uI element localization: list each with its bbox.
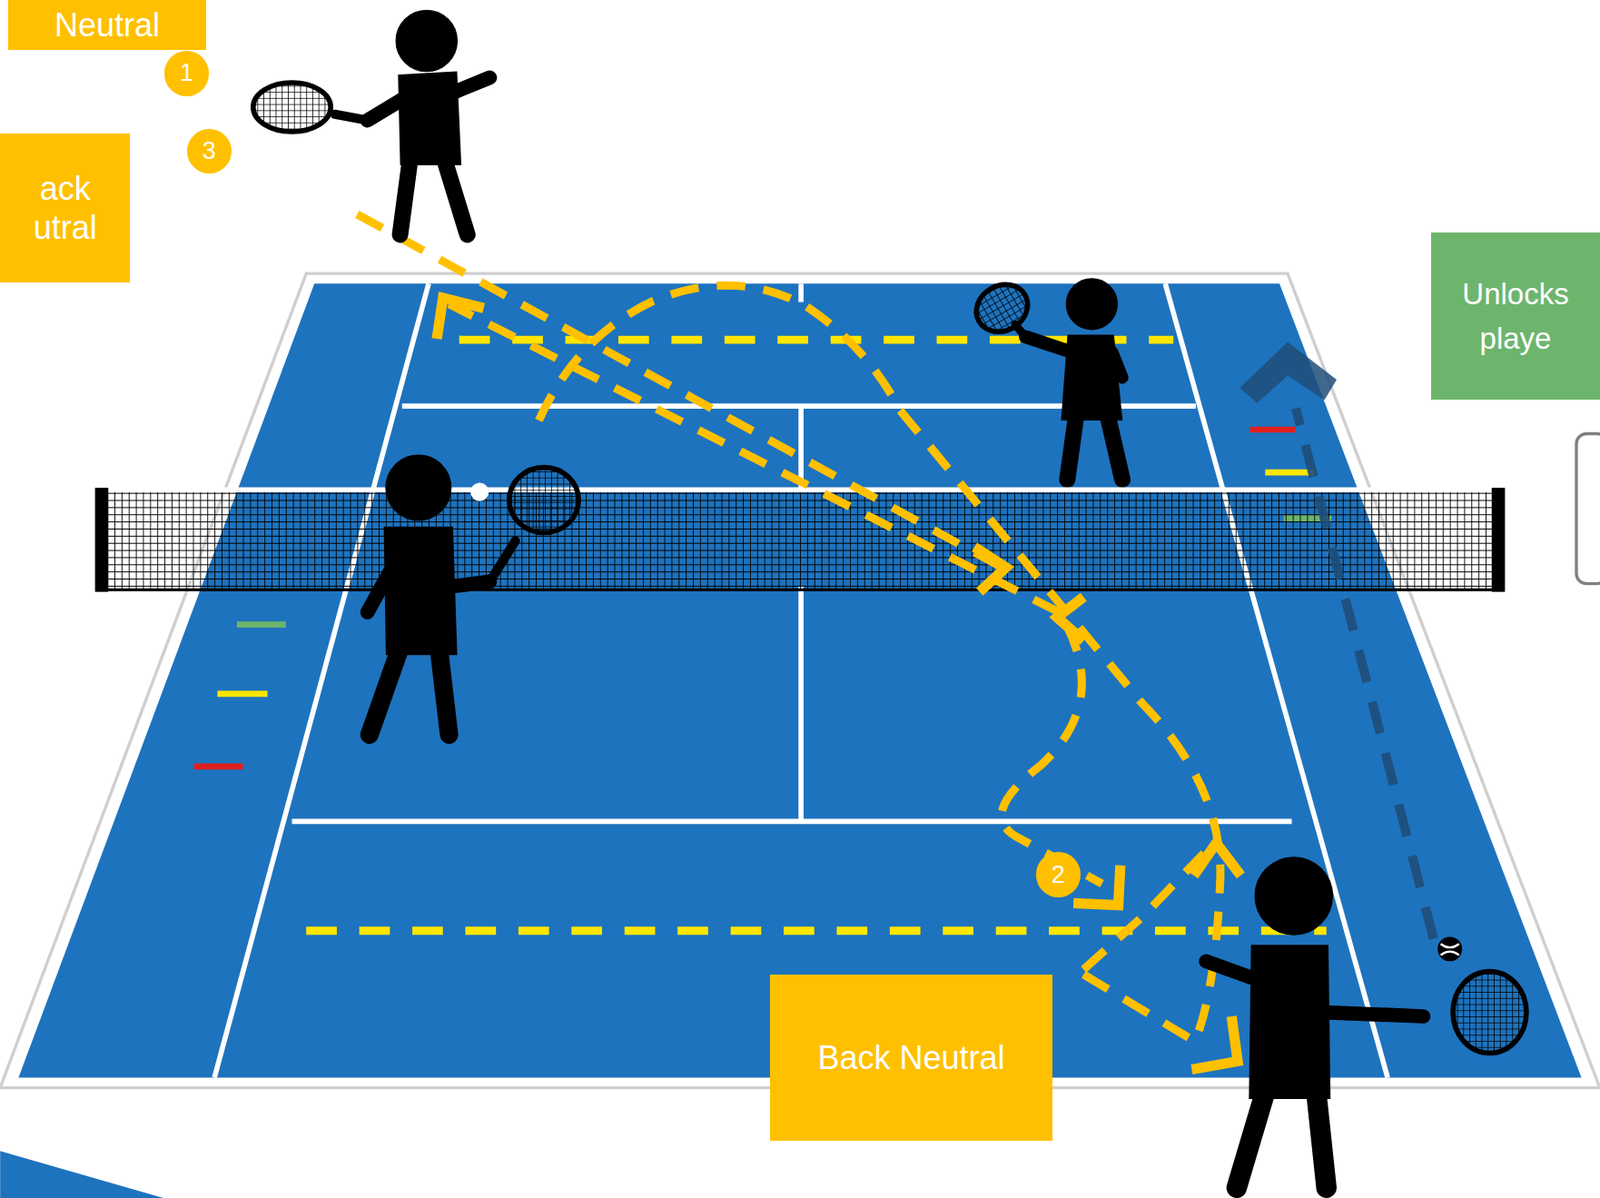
- note-box: Unlocks playe: [1431, 232, 1600, 400]
- box-text: Back Neutral: [817, 1037, 1005, 1077]
- callout-number: 1: [179, 60, 194, 86]
- callout-number: 3: [187, 128, 232, 174]
- state-box: Back Neutral: [770, 974, 1052, 1141]
- callout-number: 2: [1051, 862, 1066, 888]
- callout-number: 1: [164, 50, 209, 96]
- callout-number: 3: [202, 138, 217, 164]
- box-text: Unlocks playe: [1440, 271, 1591, 362]
- callout-number: 2: [1036, 851, 1081, 897]
- box-text: ack utral: [9, 168, 121, 247]
- state-box: ack utral: [0, 133, 130, 283]
- box-text: Neutral: [54, 5, 160, 45]
- state-box: Neutral: [8, 0, 207, 50]
